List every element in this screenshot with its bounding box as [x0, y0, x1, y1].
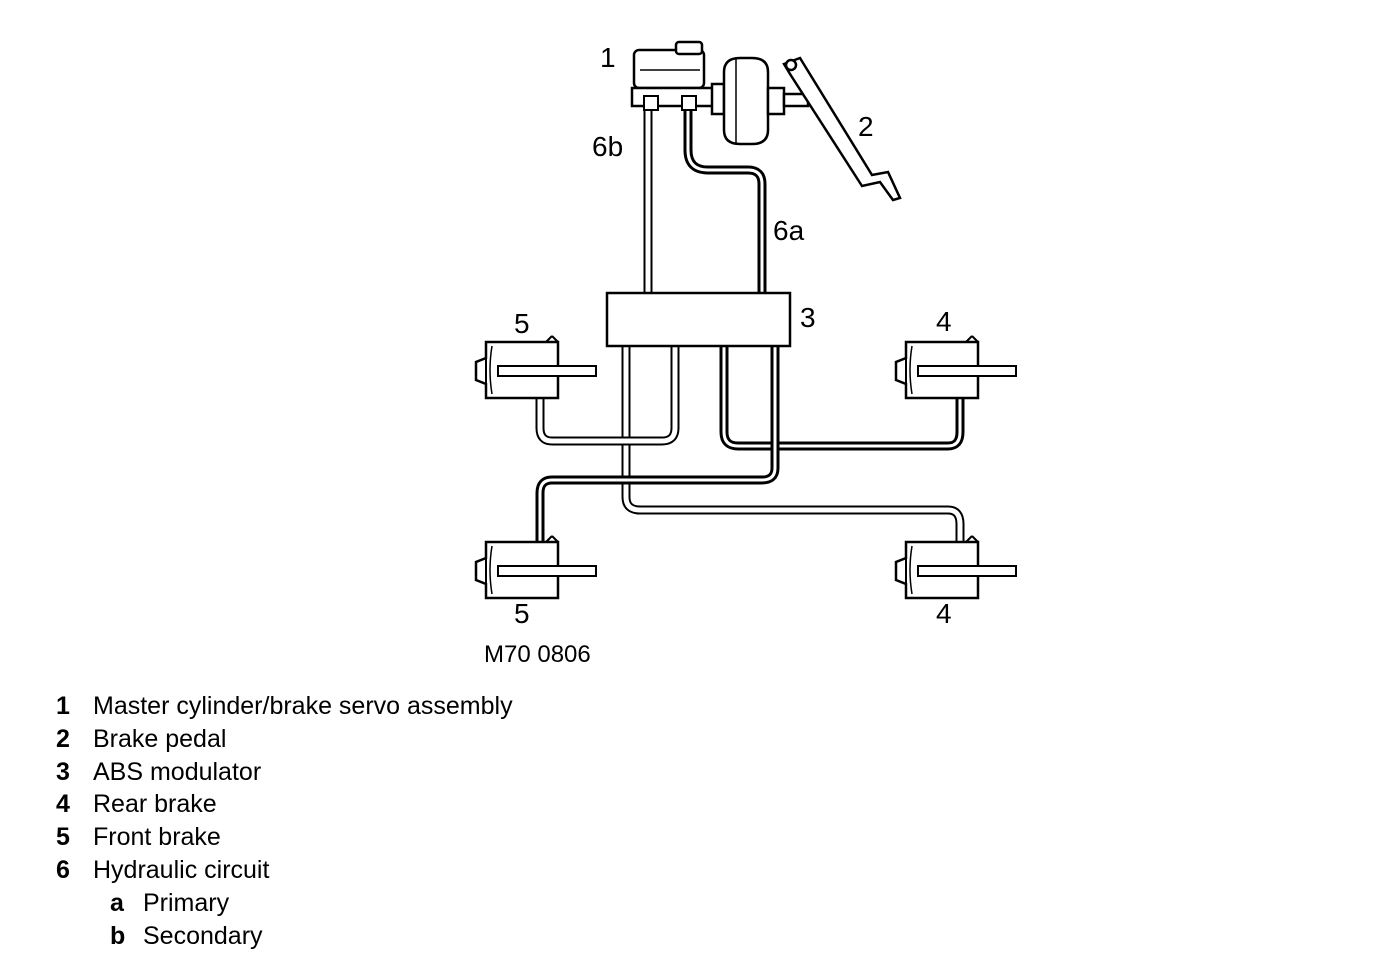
legend-label: Master cylinder/brake servo assembly — [93, 692, 513, 720]
front-brake-bottom — [474, 534, 598, 600]
master-cylinder-servo-assembly — [630, 40, 810, 146]
callout-rear-brake-top: 4 — [936, 306, 952, 337]
legend-label: ABS modulator — [93, 757, 262, 786]
rear-brake-top — [894, 334, 1018, 400]
brake-pedal — [782, 56, 902, 202]
legend-item: 5 Front brake — [56, 821, 513, 854]
legend-number: 2 — [56, 724, 70, 753]
legend-subitem: b Secondary — [56, 920, 513, 953]
rear-brake-bottom — [894, 534, 1018, 600]
callout-circuit-secondary: 6b — [592, 131, 623, 162]
legend-number: 1 — [56, 692, 70, 720]
legend-number: 4 — [56, 790, 70, 819]
secondary-circuit-pipes — [535, 100, 965, 548]
legend-subitem: a Primary — [56, 887, 513, 920]
legend-label: Brake pedal — [93, 724, 227, 753]
legend-label: Hydraulic circuit — [93, 855, 270, 884]
callout-brake-pedal: 2 — [858, 111, 874, 142]
legend-item: 3 ABS modulator — [56, 756, 513, 789]
callout-circuit-primary: 6a — [773, 215, 805, 246]
legend-sub-letter: a — [110, 888, 124, 917]
legend-sub-label: Secondary — [143, 921, 263, 950]
abs-modulator — [605, 291, 792, 348]
figure-reference: M70 0806 — [484, 641, 591, 668]
callout-rear-brake-bottom: 4 — [936, 598, 952, 629]
legend-sub-label: Primary — [143, 888, 230, 917]
legend-label: Front brake — [93, 823, 221, 852]
callout-abs-modulator: 3 — [800, 302, 816, 333]
legend-number: 3 — [56, 757, 70, 786]
legend-item: 1 Master cylinder/brake servo assembly — [56, 690, 513, 723]
primary-circuit-pipes — [535, 100, 965, 548]
legend-label: Rear brake — [93, 790, 217, 819]
legend-number: 6 — [56, 855, 70, 884]
legend-item: 4 Rear brake — [56, 788, 513, 821]
callout-front-brake-top: 5 — [514, 308, 530, 339]
front-brake-top — [474, 334, 598, 400]
callout-master-cylinder: 1 — [600, 42, 616, 73]
brake-system-diagram: 1 2 6b 6a 3 5 4 5 4 M70 0806 — [474, 40, 1018, 668]
legend-item: 2 Brake pedal — [56, 723, 513, 756]
legend-number: 5 — [56, 823, 70, 852]
callout-front-brake-bottom: 5 — [514, 598, 530, 629]
legend-sub-letter: b — [110, 921, 126, 950]
legend: 1 Master cylinder/brake servo assembly 2… — [56, 690, 513, 952]
legend-item: 6 Hydraulic circuit — [56, 854, 513, 887]
